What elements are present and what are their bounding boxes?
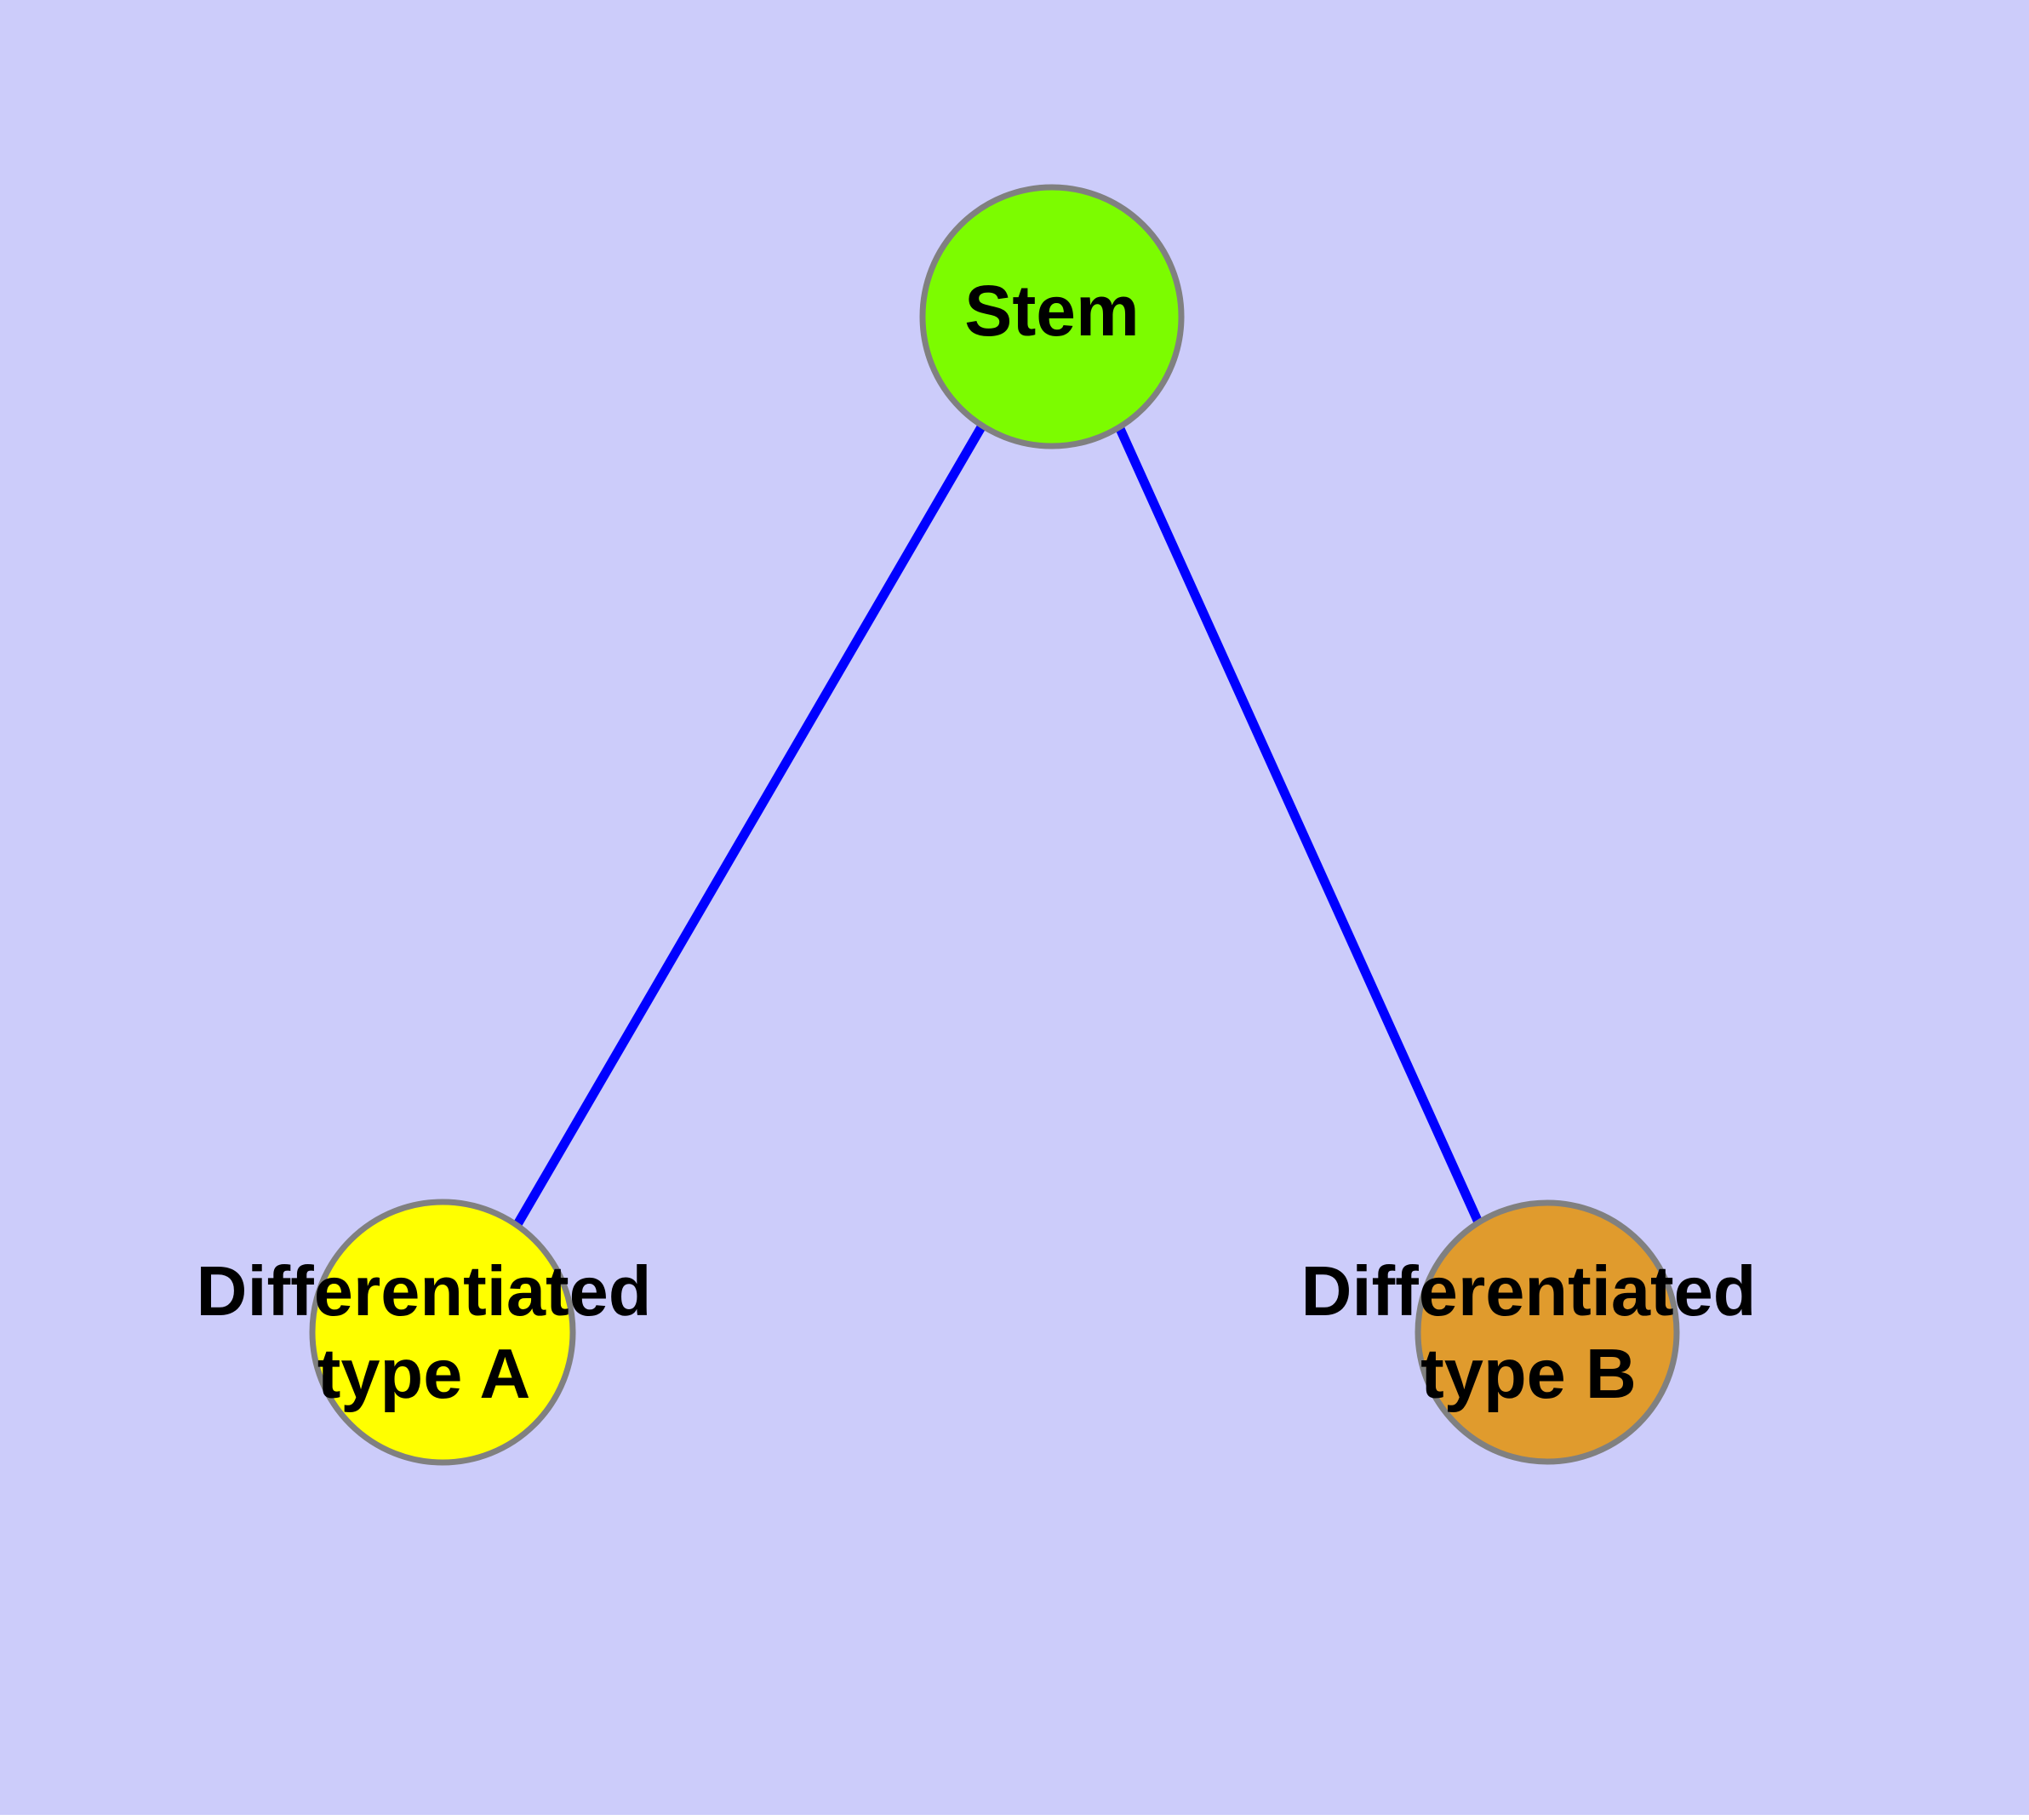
node-label-stem: Stem <box>964 271 1139 351</box>
graph-edge-stem-to-diff-b[interactable] <box>1112 421 1484 1227</box>
node-circle-diff-b[interactable] <box>1415 1199 1680 1465</box>
graph-edge-stem-to-diff-a[interactable] <box>512 423 986 1228</box>
node-label-line: type A <box>317 1334 531 1413</box>
node-label-line: Stem <box>964 271 1139 351</box>
node-label-line: Differentiated <box>1301 1251 1757 1331</box>
graph-node-diff-b[interactable] <box>1415 1199 1680 1465</box>
edges-layer <box>512 421 1484 1228</box>
graph-node-diff-a[interactable] <box>309 1199 576 1466</box>
node-circle-diff-a[interactable] <box>309 1199 576 1466</box>
node-label-line: type B <box>1420 1334 1637 1413</box>
node-label-line: Differentiated <box>197 1251 652 1331</box>
graph-node-stem[interactable] <box>919 184 1185 449</box>
node-circle-stem[interactable] <box>919 184 1185 449</box>
